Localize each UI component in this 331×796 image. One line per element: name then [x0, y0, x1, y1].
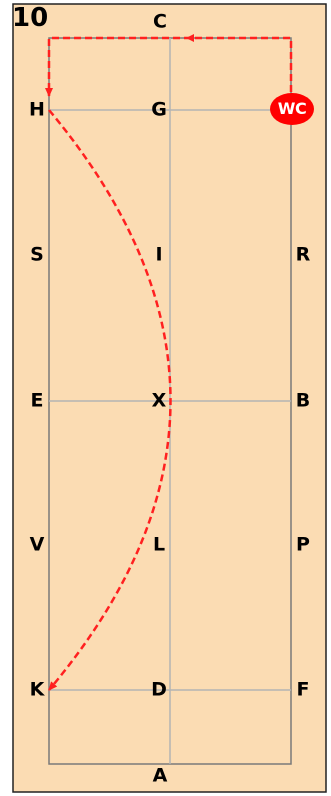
marker-letter-c: C — [153, 10, 167, 33]
marker-letter-r: R — [295, 243, 311, 266]
marker-letter-x: X — [151, 389, 167, 412]
marker-letter-v: V — [29, 533, 45, 556]
marker-letter-a: A — [152, 764, 168, 787]
path-direction-arrow — [186, 34, 194, 42]
marker-letter-b: B — [295, 389, 311, 412]
wc-marker: WC — [270, 93, 314, 125]
marker-letter-f: F — [296, 678, 310, 701]
figure-number: 10 — [12, 3, 49, 33]
marker-letter-e: E — [30, 389, 44, 412]
marker-letter-p: P — [296, 533, 310, 556]
marker-letter-i: I — [155, 243, 163, 266]
marker-letter-g: G — [151, 98, 167, 121]
marker-letter-d: D — [151, 678, 167, 701]
marker-letter-l: L — [152, 533, 166, 556]
path-segment-top — [45, 36, 293, 97]
marker-letter-h: H — [29, 98, 45, 121]
marker-letter-k: K — [29, 678, 45, 701]
path-curve-h-x-k — [48, 109, 172, 691]
marker-letter-s: S — [30, 243, 44, 266]
